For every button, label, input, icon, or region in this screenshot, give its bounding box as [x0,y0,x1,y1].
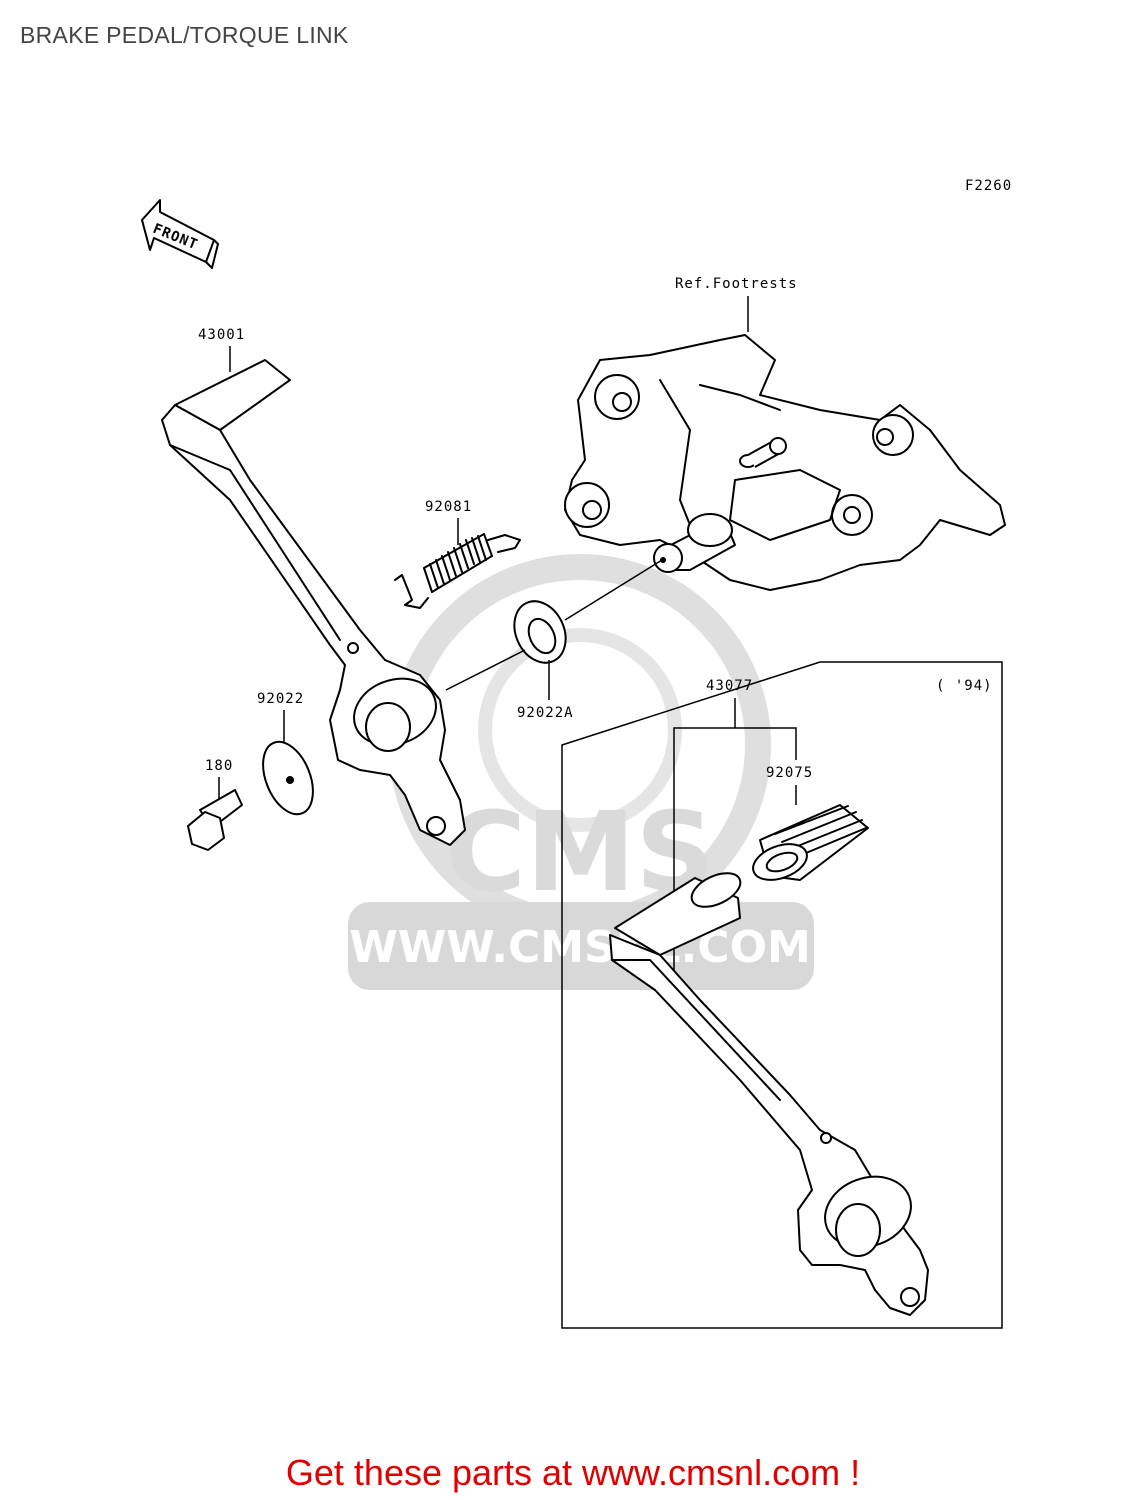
part-92081-spring [394,533,521,609]
diagram-code: F2260 [965,178,1012,194]
ref-footrests-label: Ref.Footrests [675,276,798,292]
part-180-bolt [187,789,243,851]
assembly-axis [445,559,663,691]
part-label-92081: 92081 [425,499,472,515]
part-label-180: 180 [205,758,233,774]
page-title: BRAKE PEDAL/TORQUE LINK [20,22,349,48]
footer-cta-link[interactable]: Get these parts at www.cmsnl.com ! [285,1452,861,1493]
leader-43077 [673,698,797,1000]
part-92022-washer [262,740,314,816]
part-43001-brake-pedal [161,359,466,846]
watermark-url: WWW.CMSNL.COM [349,922,811,973]
part-43077-brake-pedal-assy [609,872,929,1316]
front-arrow-icon: FRONT [141,199,219,269]
part-label-92075: 92075 [766,765,813,781]
part-92022a-washer [513,600,567,664]
part-label-92022a: 92022A [517,705,574,721]
variant-note: ( '94) [936,678,993,694]
part-92075-pedal-rubber [752,804,869,881]
parts-diagram: CMS WWW.CMSNL.COM F2260 FRONT Ref.Footre… [141,178,1012,1329]
part-label-92022: 92022 [257,691,304,707]
variant-box: ( '94) 43077 92075 [561,661,1003,1329]
part-label-43077: 43077 [706,678,753,694]
footrest-bracket [564,334,1006,591]
part-label-43001: 43001 [198,327,245,343]
